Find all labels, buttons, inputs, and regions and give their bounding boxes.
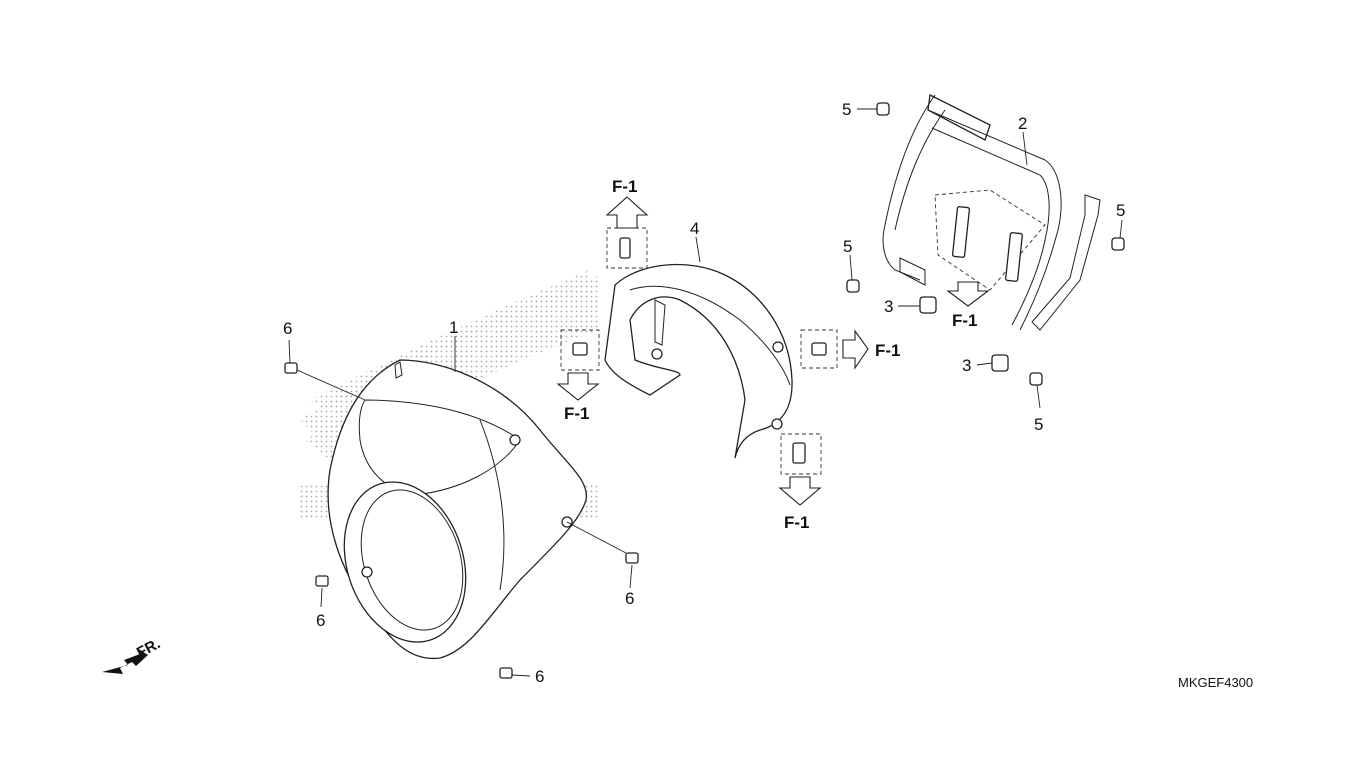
inner-cover bbox=[604, 263, 793, 459]
callout-1: 1 bbox=[449, 318, 458, 337]
headlight-stay bbox=[882, 94, 1101, 331]
part-code: MKGEF4300 bbox=[1178, 675, 1253, 690]
clip-boxes bbox=[560, 227, 838, 475]
ref-f1-middle: F-1 bbox=[875, 341, 901, 360]
callout-5-top: 5 bbox=[842, 100, 851, 119]
callout-5-bottom: 5 bbox=[1034, 415, 1043, 434]
leader-lines bbox=[288, 108, 1123, 677]
bolt-pair-box bbox=[934, 189, 1046, 291]
ref-f1-left: F-1 bbox=[564, 404, 590, 423]
callout-3-right: 3 bbox=[962, 356, 971, 375]
callout-labels: 1 2 3 3 4 5 5 5 5 6 6 6 6 bbox=[283, 100, 1125, 686]
headlight-cowl bbox=[327, 359, 588, 660]
callout-6-right: 6 bbox=[625, 589, 634, 608]
callout-6-left: 6 bbox=[316, 611, 325, 630]
callout-4: 4 bbox=[690, 219, 699, 238]
reference-labels: F-1 F-1 F-1 F-1 F-1 bbox=[564, 177, 978, 532]
ref-f1-top: F-1 bbox=[612, 177, 638, 196]
ref-f1-bottom: F-1 bbox=[784, 513, 810, 532]
front-direction-arrow: FR. bbox=[102, 635, 163, 674]
ref-f1-stay: F-1 bbox=[952, 311, 978, 330]
callout-5-left: 5 bbox=[843, 237, 852, 256]
callout-3-left: 3 bbox=[884, 297, 893, 316]
reference-arrows bbox=[556, 196, 990, 506]
callout-6-top: 6 bbox=[283, 319, 292, 338]
callout-6-bottom: 6 bbox=[535, 667, 544, 686]
callout-5-right: 5 bbox=[1116, 201, 1125, 220]
callout-2: 2 bbox=[1018, 114, 1027, 133]
